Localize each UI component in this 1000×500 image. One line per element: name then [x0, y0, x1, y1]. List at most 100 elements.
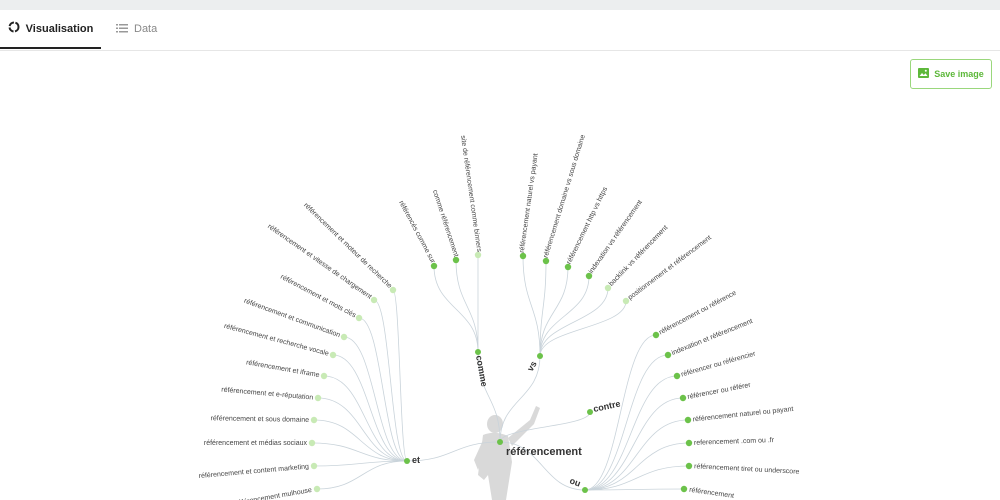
leaf-node[interactable] — [313, 485, 321, 493]
list-icon — [116, 23, 128, 36]
root-label: référencement — [506, 446, 582, 458]
edge-root-vs — [499, 355, 541, 443]
edge-leaf — [584, 397, 684, 491]
leaf-label: référencer ou référencier — [680, 350, 757, 378]
leaf-label: positionnement et référencement — [627, 234, 713, 301]
edge-leaf — [358, 317, 408, 462]
leaf-node[interactable] — [310, 416, 318, 424]
leaf-node[interactable] — [604, 284, 612, 292]
top-bar — [0, 0, 1000, 10]
leaf-node[interactable] — [340, 333, 348, 341]
leaf-node[interactable] — [314, 394, 322, 402]
hub-label-comme: comme — [474, 355, 489, 388]
edge-leaf — [313, 460, 408, 467]
tab-bar: Visualisation Data — [0, 10, 1000, 51]
edge-root-ou — [499, 441, 586, 491]
save-image-label: Save image — [934, 69, 984, 79]
leaf-node[interactable] — [329, 351, 337, 359]
leaf-label: référencés comme sur — [397, 200, 436, 265]
tab-visualisation[interactable]: Visualisation — [0, 10, 101, 49]
hub-node-vs[interactable] — [537, 353, 543, 359]
leaf-node[interactable] — [370, 296, 378, 304]
edge-leaf — [584, 375, 678, 491]
leaf-node[interactable] — [652, 331, 660, 339]
hub-node-contre[interactable] — [587, 409, 593, 415]
edge-leaf — [343, 336, 408, 462]
leaf-node[interactable] — [622, 297, 630, 305]
edge-leaf — [539, 275, 590, 357]
edge-leaf — [455, 259, 479, 353]
leaf-node[interactable] — [685, 462, 693, 470]
edge-leaf — [584, 488, 685, 491]
edge-leaf — [584, 419, 689, 491]
tab-data-label: Data — [134, 23, 158, 35]
edge-leaf — [522, 255, 541, 357]
hub-label-vs: vs — [525, 359, 539, 373]
save-image-button[interactable]: Save image — [910, 59, 992, 89]
leaf-node[interactable] — [585, 272, 593, 280]
leaf-node[interactable] — [355, 314, 363, 322]
edge-leaf — [584, 465, 690, 491]
hub-node-comme[interactable] — [475, 349, 481, 355]
leaf-node[interactable] — [308, 439, 316, 447]
leaf-label: référencement et vitesse de chargement — [266, 223, 373, 301]
hub-label-ou: ou — [568, 475, 582, 488]
hub-node-ou[interactable] — [582, 487, 588, 493]
edge-leaf — [316, 460, 408, 490]
leaf-node[interactable] — [452, 256, 460, 264]
leaf-node[interactable] — [685, 439, 693, 447]
tab-data[interactable]: Data — [116, 10, 176, 48]
hub-node-et[interactable] — [404, 458, 410, 464]
leaf-node[interactable] — [673, 372, 681, 380]
edge-leaf — [317, 397, 408, 462]
person-silhouette-icon — [474, 406, 540, 500]
leaf-node[interactable] — [680, 485, 688, 493]
image-icon — [918, 68, 930, 80]
edge-leaf — [539, 300, 627, 357]
leaf-label: référencement et e-réputation — [221, 387, 314, 402]
leaf-label: référencement mulhouse — [235, 487, 313, 500]
leaf-node[interactable] — [519, 252, 527, 260]
leaf-node[interactable] — [542, 257, 550, 265]
edge-leaf — [392, 289, 408, 462]
root-node[interactable] — [497, 439, 503, 445]
leaf-label: référencement et sous domaine — [211, 415, 310, 424]
edge-leaf — [433, 265, 479, 353]
edge-leaf — [584, 334, 657, 491]
hub-label-et: et — [412, 455, 420, 465]
edge-leaf — [313, 419, 408, 462]
leaf-label: site de référencement comme binners — [459, 135, 482, 253]
leaf-label: comme référencement — [431, 189, 459, 258]
leaf-node[interactable] — [389, 286, 397, 294]
edge-leaf — [332, 354, 408, 462]
leaf-node[interactable] — [320, 372, 328, 380]
edge-root-contre — [499, 411, 591, 443]
leaf-label: référencement et iframe — [246, 359, 321, 379]
edge-leaf — [323, 375, 408, 462]
edge-leaf — [539, 287, 609, 357]
leaf-label: référencement naturel ou payant — [692, 406, 793, 424]
edge-leaf — [584, 354, 669, 491]
leaf-node[interactable] — [310, 462, 318, 470]
edge-root-et — [406, 441, 501, 462]
leaf-label: référencement tiret ou underscore — [694, 463, 800, 476]
edge-root-comme — [477, 351, 501, 443]
leaf-node[interactable] — [664, 351, 672, 359]
leaf-node[interactable] — [679, 394, 687, 402]
tab-visualisation-label: Visualisation — [25, 22, 94, 35]
edge-leaf — [373, 299, 408, 462]
leaf-node[interactable] — [684, 416, 692, 424]
leaf-node[interactable] — [474, 251, 482, 259]
leaf-label: referencement .com ou .fr — [694, 437, 775, 447]
circle-loader-icon — [8, 21, 20, 36]
leaf-label: référencement et médias sociaux — [204, 440, 308, 447]
hub-label-contre: contre — [592, 398, 621, 414]
leaf-node[interactable] — [564, 263, 572, 271]
leaf-label: référencement — [689, 487, 735, 500]
edge-leaf — [539, 266, 569, 357]
leaf-label: référencer ou référer — [687, 382, 752, 401]
leaf-label: référencement naturel vs payant — [519, 153, 540, 253]
edge-leaf — [584, 442, 690, 491]
leaf-node[interactable] — [430, 262, 438, 270]
